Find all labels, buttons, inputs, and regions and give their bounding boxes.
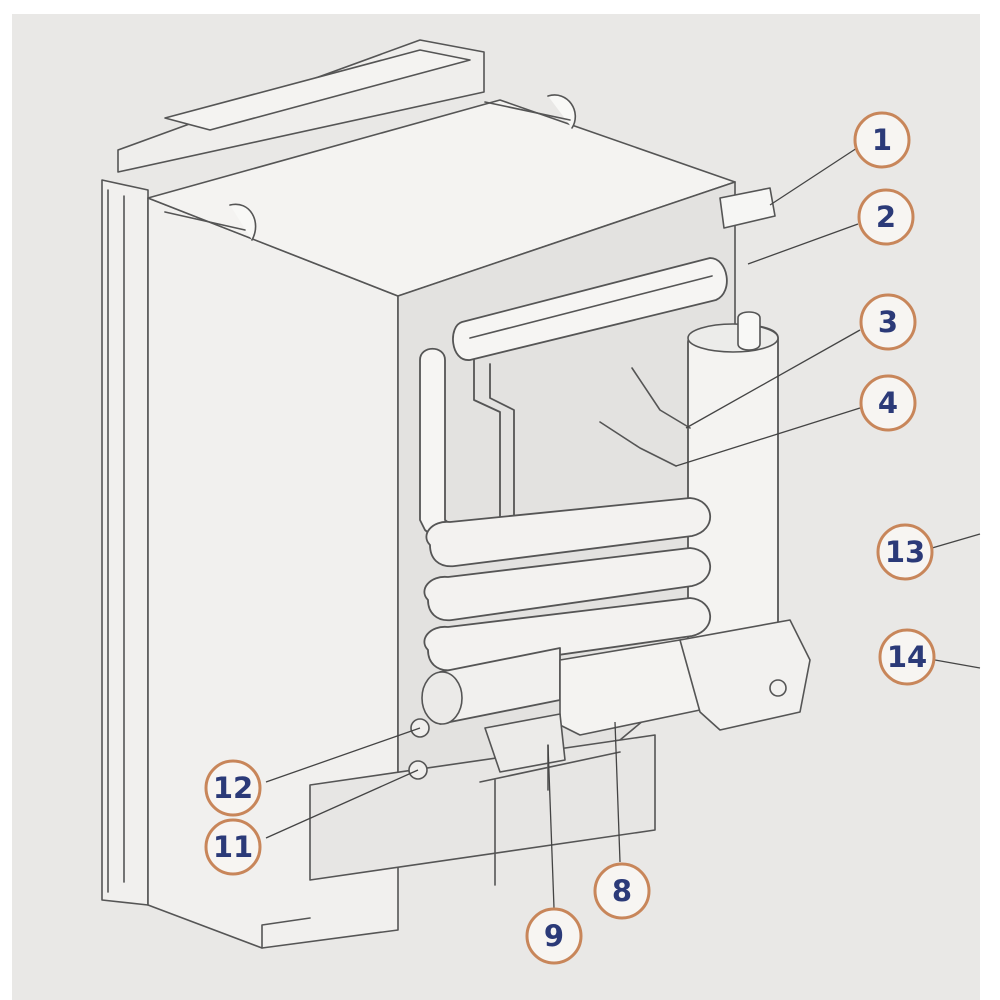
callout-14: 14 (878, 628, 936, 686)
bracket-knob (769, 679, 787, 697)
base-edge (261, 779, 496, 949)
callout-4-label: 4 (878, 386, 898, 420)
leader-4 (675, 407, 861, 467)
thermostat-capillary (599, 421, 677, 467)
condenser-tube (452, 257, 728, 361)
riser-tube-right (473, 359, 515, 541)
thermocouple-wire (631, 367, 691, 429)
callout-8-label: 8 (612, 874, 632, 908)
callout-1-label: 1 (872, 123, 892, 157)
callout-9: 9 (525, 907, 583, 965)
callout-14-label: 14 (887, 640, 927, 674)
coil-1 (425, 497, 712, 568)
callout-11: 11 (204, 818, 262, 876)
callout-2-label: 2 (876, 200, 896, 234)
callout-2: 2 (857, 188, 915, 246)
leader-2 (747, 223, 859, 265)
absorber-top (687, 323, 779, 353)
leader-11 (265, 769, 419, 839)
control-bracket (679, 619, 811, 731)
leader-9 (547, 744, 555, 909)
flue-pipe (737, 311, 761, 351)
leader-8 (614, 721, 621, 863)
callout-13-label: 13 (885, 535, 925, 569)
leader-14 (934, 659, 981, 669)
coil-2 (423, 547, 712, 622)
callout-12-label: 12 (213, 771, 253, 805)
callout-9-label: 9 (544, 919, 564, 953)
callout-13: 13 (876, 523, 934, 581)
callout-3-label: 3 (878, 305, 898, 339)
hinge-top (484, 94, 577, 129)
callout-8: 8 (593, 862, 651, 920)
callout-4: 4 (859, 374, 917, 432)
top-frame-lip (164, 49, 471, 131)
condenser-tube-highlight (469, 275, 713, 339)
leader-1 (769, 147, 858, 206)
callout-1: 1 (853, 111, 911, 169)
reservoir-end (421, 671, 463, 725)
burner-assembly (484, 713, 566, 773)
callout-11-label: 11 (213, 830, 253, 864)
callout-12: 12 (204, 759, 262, 817)
door-panel (101, 179, 149, 906)
callout-3: 3 (859, 293, 917, 351)
coil-3 (423, 597, 712, 672)
leader-12 (265, 727, 421, 783)
leader-13 (931, 533, 981, 549)
leader-3 (685, 329, 861, 429)
hinge-left (164, 203, 257, 241)
vent-cover (719, 187, 776, 229)
